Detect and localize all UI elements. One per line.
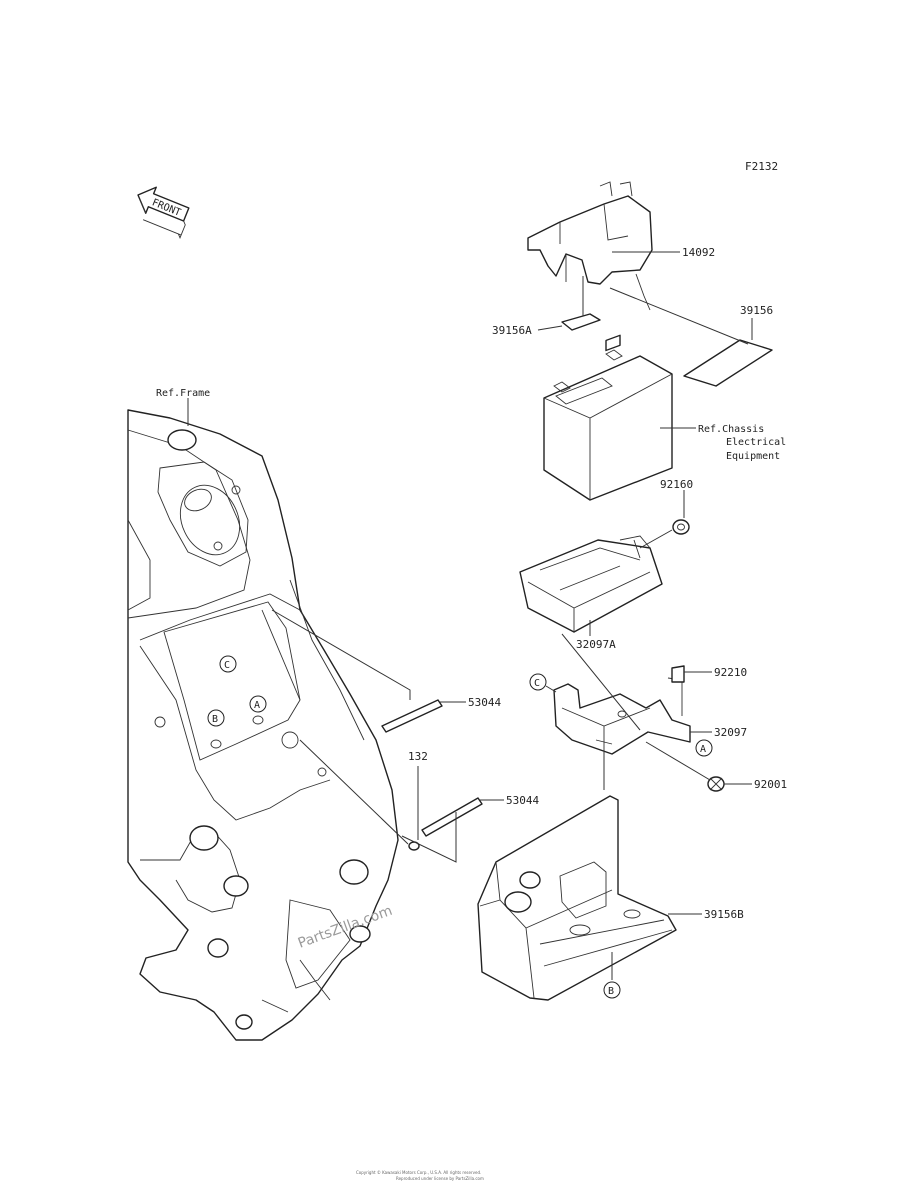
svg-text:C: C bbox=[534, 678, 540, 689]
svg-text:C: C bbox=[224, 660, 230, 671]
part-label-39156: 39156 bbox=[740, 304, 773, 317]
frame-hole-b bbox=[210, 739, 222, 749]
rod-53044-upper-part[interactable] bbox=[381, 699, 443, 733]
svg-text:A: A bbox=[700, 744, 706, 755]
marker-c-bracket: C bbox=[529, 673, 547, 691]
part-label-92001: 92001 bbox=[754, 778, 787, 791]
leader-132-axis bbox=[299, 739, 409, 845]
part-label-39156a: 39156A bbox=[492, 324, 532, 337]
part-label-53044-lower: 53044 bbox=[506, 794, 539, 807]
part-label-132: 132 bbox=[408, 750, 428, 763]
battery-case-32097a-part[interactable] bbox=[519, 535, 663, 633]
battery-cover-part[interactable] bbox=[527, 181, 653, 311]
clip-92210-part[interactable] bbox=[671, 665, 685, 683]
footer-line2: Reproduced under license by PartsZilla.c… bbox=[396, 1176, 484, 1181]
part-label-92210: 92210 bbox=[714, 666, 747, 679]
marker-a-bracket: A bbox=[695, 739, 713, 757]
svg-text:B: B bbox=[212, 714, 218, 725]
leader-53044-lower-frame bbox=[401, 812, 457, 863]
leader-92160-to-case bbox=[639, 529, 673, 549]
ref-chassis-line1: Ref.Chassis bbox=[698, 424, 764, 435]
pad-39156a-part[interactable] bbox=[561, 313, 601, 331]
part-label-39156b: 39156B bbox=[704, 908, 744, 921]
svg-text:A: A bbox=[254, 700, 260, 711]
part-label-53044-upper: 53044 bbox=[468, 696, 501, 709]
marker-c-frame: C bbox=[219, 655, 237, 673]
leader-39156-diagonal bbox=[609, 287, 749, 345]
footer-line1: Copyright © Kawasaki Motors Corp., U.S.A… bbox=[356, 1170, 481, 1175]
frame-hole-a bbox=[252, 715, 264, 725]
marker-b-frame: B bbox=[207, 709, 225, 727]
marker-a-frame: A bbox=[249, 695, 267, 713]
bolt-92001-part[interactable] bbox=[707, 776, 725, 792]
rod-53044-lower-part[interactable] bbox=[421, 797, 483, 837]
leader-bolt-axis bbox=[645, 741, 711, 781]
part-label-32097: 32097 bbox=[714, 726, 747, 739]
marker-b-bottom: B bbox=[603, 981, 621, 999]
ref-chassis-line3: Equipment bbox=[726, 451, 780, 462]
part-label-32097a: 32097A bbox=[576, 638, 616, 651]
ref-frame-label: Ref.Frame bbox=[156, 388, 210, 399]
front-direction-arrow-icon: FRONT bbox=[137, 186, 190, 240]
frame-assembly bbox=[127, 409, 399, 1041]
bracket-32097-part[interactable] bbox=[553, 677, 691, 755]
leader-marker-c-bracket bbox=[545, 685, 557, 693]
grommet-92160-part[interactable] bbox=[672, 519, 690, 535]
ref-chassis-line2: Electrical bbox=[726, 437, 786, 448]
leader-39156a bbox=[537, 325, 563, 331]
leader-case-to-bracket bbox=[561, 633, 641, 731]
leader-53044-upper-frame bbox=[271, 609, 411, 700]
svg-text:B: B bbox=[608, 986, 614, 997]
part-label-92160: 92160 bbox=[660, 478, 693, 491]
battery-tray-39156b-part[interactable] bbox=[477, 795, 677, 1001]
part-label-14092: 14092 bbox=[682, 246, 715, 259]
pad-39156-part[interactable] bbox=[683, 339, 773, 387]
battery-part[interactable] bbox=[543, 334, 673, 501]
diagram-code: F2132 bbox=[745, 160, 778, 173]
